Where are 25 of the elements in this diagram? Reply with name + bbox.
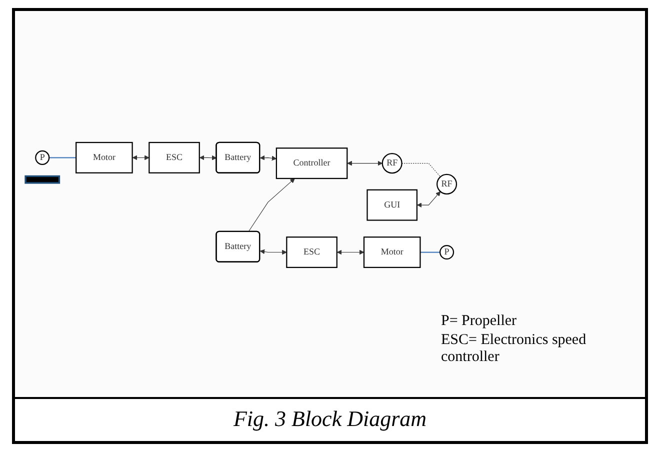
- node-box: Motor: [76, 142, 133, 174]
- arrow: [248, 178, 295, 232]
- arrow: [336, 250, 364, 255]
- node-circle: RF: [382, 153, 402, 174]
- figure-caption: Fig. 3 Block Diagram: [15, 397, 645, 441]
- node-circle: P: [35, 150, 50, 165]
- node-circle: RF: [436, 174, 458, 194]
- arrow: [347, 160, 383, 166]
- node-box: Motor: [363, 236, 421, 268]
- arrow: [260, 249, 287, 255]
- connector: [402, 163, 441, 178]
- arrow: [416, 191, 441, 208]
- legend-note: ESC= Electronics speed controller: [441, 332, 588, 366]
- connector: [49, 157, 76, 158]
- arrow: [132, 155, 150, 160]
- arrow: [199, 155, 217, 160]
- node-box: Controller: [276, 148, 348, 180]
- node-box: GUI: [366, 189, 418, 221]
- node-circle: P: [440, 245, 454, 260]
- legend-note: P= Propeller: [441, 313, 518, 330]
- arrow: [260, 155, 277, 161]
- node-box: ESC: [148, 142, 200, 174]
- node-bar: [24, 175, 60, 184]
- node-box: ESC: [286, 236, 338, 268]
- connector: [420, 252, 440, 253]
